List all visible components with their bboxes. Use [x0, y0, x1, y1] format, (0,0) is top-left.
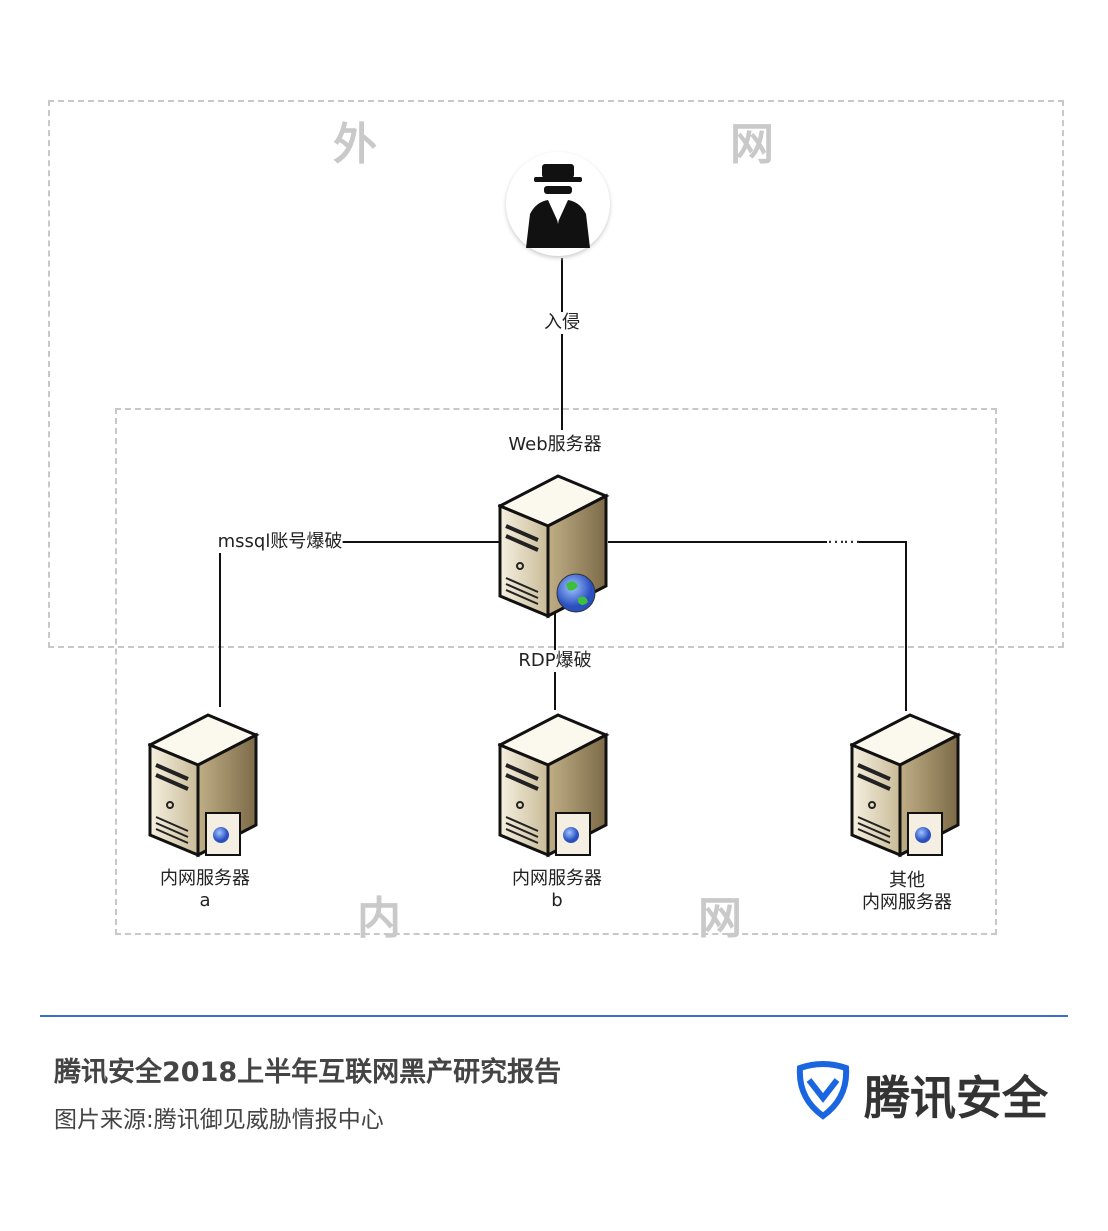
web-server-label: Web服务器 — [508, 434, 602, 455]
web-server-icon — [498, 466, 610, 624]
mssql-label: mssql账号爆破 — [217, 531, 343, 553]
server-a-label: 内网服务器 a — [160, 868, 250, 912]
tencent-security-logo-text: 腾讯安全 — [864, 1071, 1048, 1125]
server-b-id: b — [551, 890, 563, 911]
mssql-line-h — [220, 541, 502, 543]
mssql-line-v — [219, 541, 221, 707]
inner-zone-label-1: 内 — [357, 893, 401, 944]
image-source: 图片来源:腾讯御见威胁情报中心 — [54, 1107, 384, 1133]
hacker-icon — [526, 164, 590, 248]
server-other-icon — [850, 705, 962, 863]
globe-icon — [563, 827, 579, 843]
hacker-avatar — [506, 152, 610, 256]
report-title: 腾讯安全2018上半年互联网黑产研究报告 — [54, 1057, 562, 1088]
rdp-label: RDP爆破 — [518, 650, 592, 672]
server-a-name: 内网服务器 — [160, 868, 250, 889]
server-a-id: a — [199, 890, 211, 911]
outer-zone-label-1: 外 — [333, 119, 377, 170]
other-line-v — [905, 541, 907, 711]
tencent-security-shield-icon — [796, 1061, 850, 1120]
intrusion-label: 入侵 — [544, 312, 580, 334]
server-b-label: 内网服务器 b — [512, 868, 602, 912]
intrusion-line — [561, 258, 563, 430]
more-label: …… — [827, 527, 861, 549]
globe-icon — [556, 573, 596, 613]
outer-network-zone — [48, 100, 1064, 648]
globe-icon — [213, 827, 229, 843]
server-other-line2: 内网服务器 — [862, 892, 952, 913]
server-other-line1: 其他 — [889, 870, 925, 891]
other-line-h — [608, 541, 906, 543]
server-b-name: 内网服务器 — [512, 868, 602, 889]
globe-icon — [915, 827, 931, 843]
outer-zone-label-2: 网 — [730, 119, 774, 170]
server-b-icon — [498, 705, 610, 863]
server-a-icon — [148, 705, 260, 863]
footer-divider — [40, 1015, 1068, 1017]
inner-zone-label-2: 网 — [698, 893, 742, 944]
inner-network-zone — [115, 408, 997, 935]
server-other-label: 其他 内网服务器 — [862, 870, 952, 914]
